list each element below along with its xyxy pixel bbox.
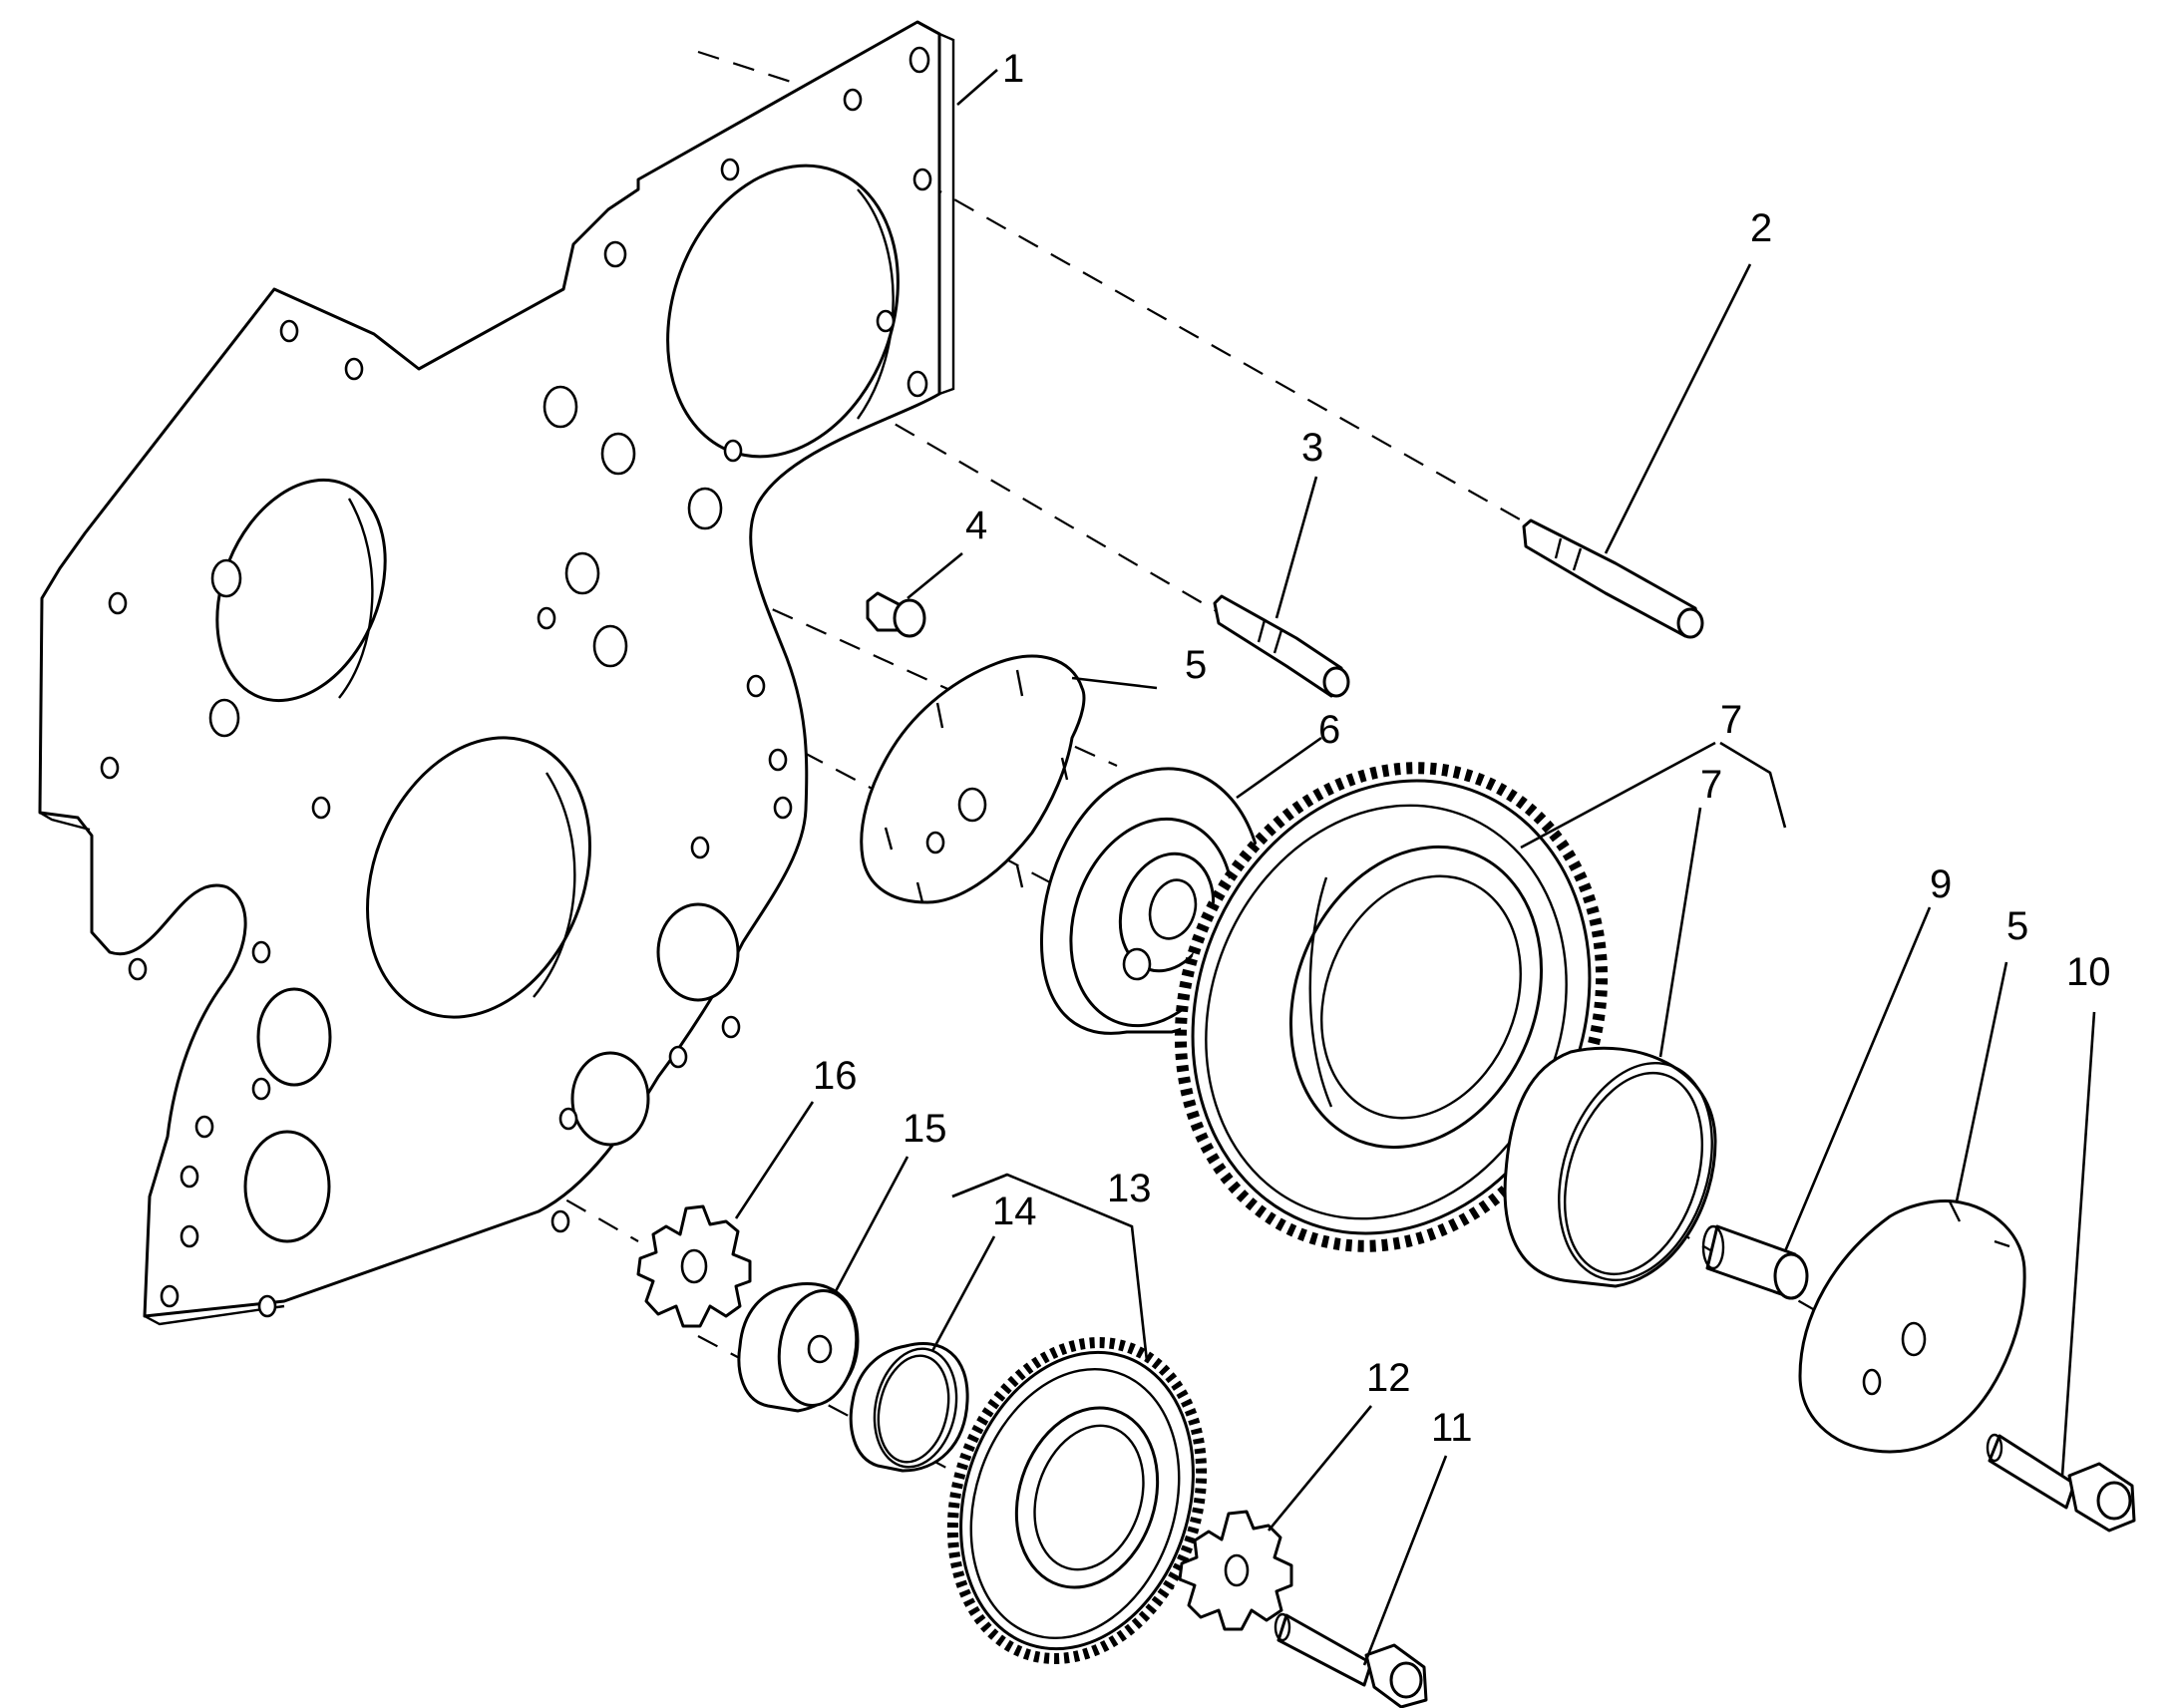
callout-13: 13 <box>1107 1167 1152 1210</box>
callout-10: 10 <box>2066 950 2111 994</box>
callout-3: 3 <box>1301 426 1323 470</box>
long-stud <box>1522 518 1704 639</box>
callout-7-gear: 7 <box>1720 698 1742 742</box>
thrust-plate-lower <box>1798 1199 2026 1454</box>
callout-11: 11 <box>1431 1406 1473 1450</box>
small-plug <box>866 591 926 638</box>
callout-15: 15 <box>903 1107 947 1151</box>
callout-14: 14 <box>992 1190 1037 1233</box>
small-spacer <box>737 1281 860 1413</box>
callout-9: 9 <box>1930 862 1952 906</box>
dowel-pin <box>1701 1224 1809 1300</box>
callout-5-lower: 5 <box>2006 904 2028 948</box>
callout-6: 6 <box>1318 708 1340 752</box>
thrust-plate-upper <box>860 654 1086 904</box>
idler-bushing <box>1503 1046 1717 1288</box>
small-idler-gear <box>946 1337 1208 1664</box>
short-stud <box>1213 594 1350 698</box>
callout-7-bushing: 7 <box>1700 763 1722 807</box>
idler-bolt <box>1986 1433 2136 1533</box>
small-gear-bolt <box>1273 1612 1428 1708</box>
callout-5-upper: 5 <box>1185 643 1207 687</box>
lock-star-lower <box>1178 1510 1293 1631</box>
callout-4: 4 <box>965 504 987 547</box>
large-idler-gear <box>1174 762 1609 1252</box>
callout-2: 2 <box>1750 206 1772 250</box>
leader-lines <box>734 69 2096 1666</box>
lock-star-upper <box>636 1204 752 1328</box>
gear-housing-plate <box>38 20 955 1326</box>
plate-bolt-holes <box>100 46 932 1318</box>
callout-12: 12 <box>1366 1356 1411 1400</box>
callout-labels: 1 2 3 4 5 6 7 7 9 5 10 16 15 14 13 12 11 <box>813 47 2111 1450</box>
callout-16: 16 <box>813 1054 858 1098</box>
small-bushing <box>849 1341 969 1473</box>
callout-1: 1 <box>1002 47 1024 91</box>
